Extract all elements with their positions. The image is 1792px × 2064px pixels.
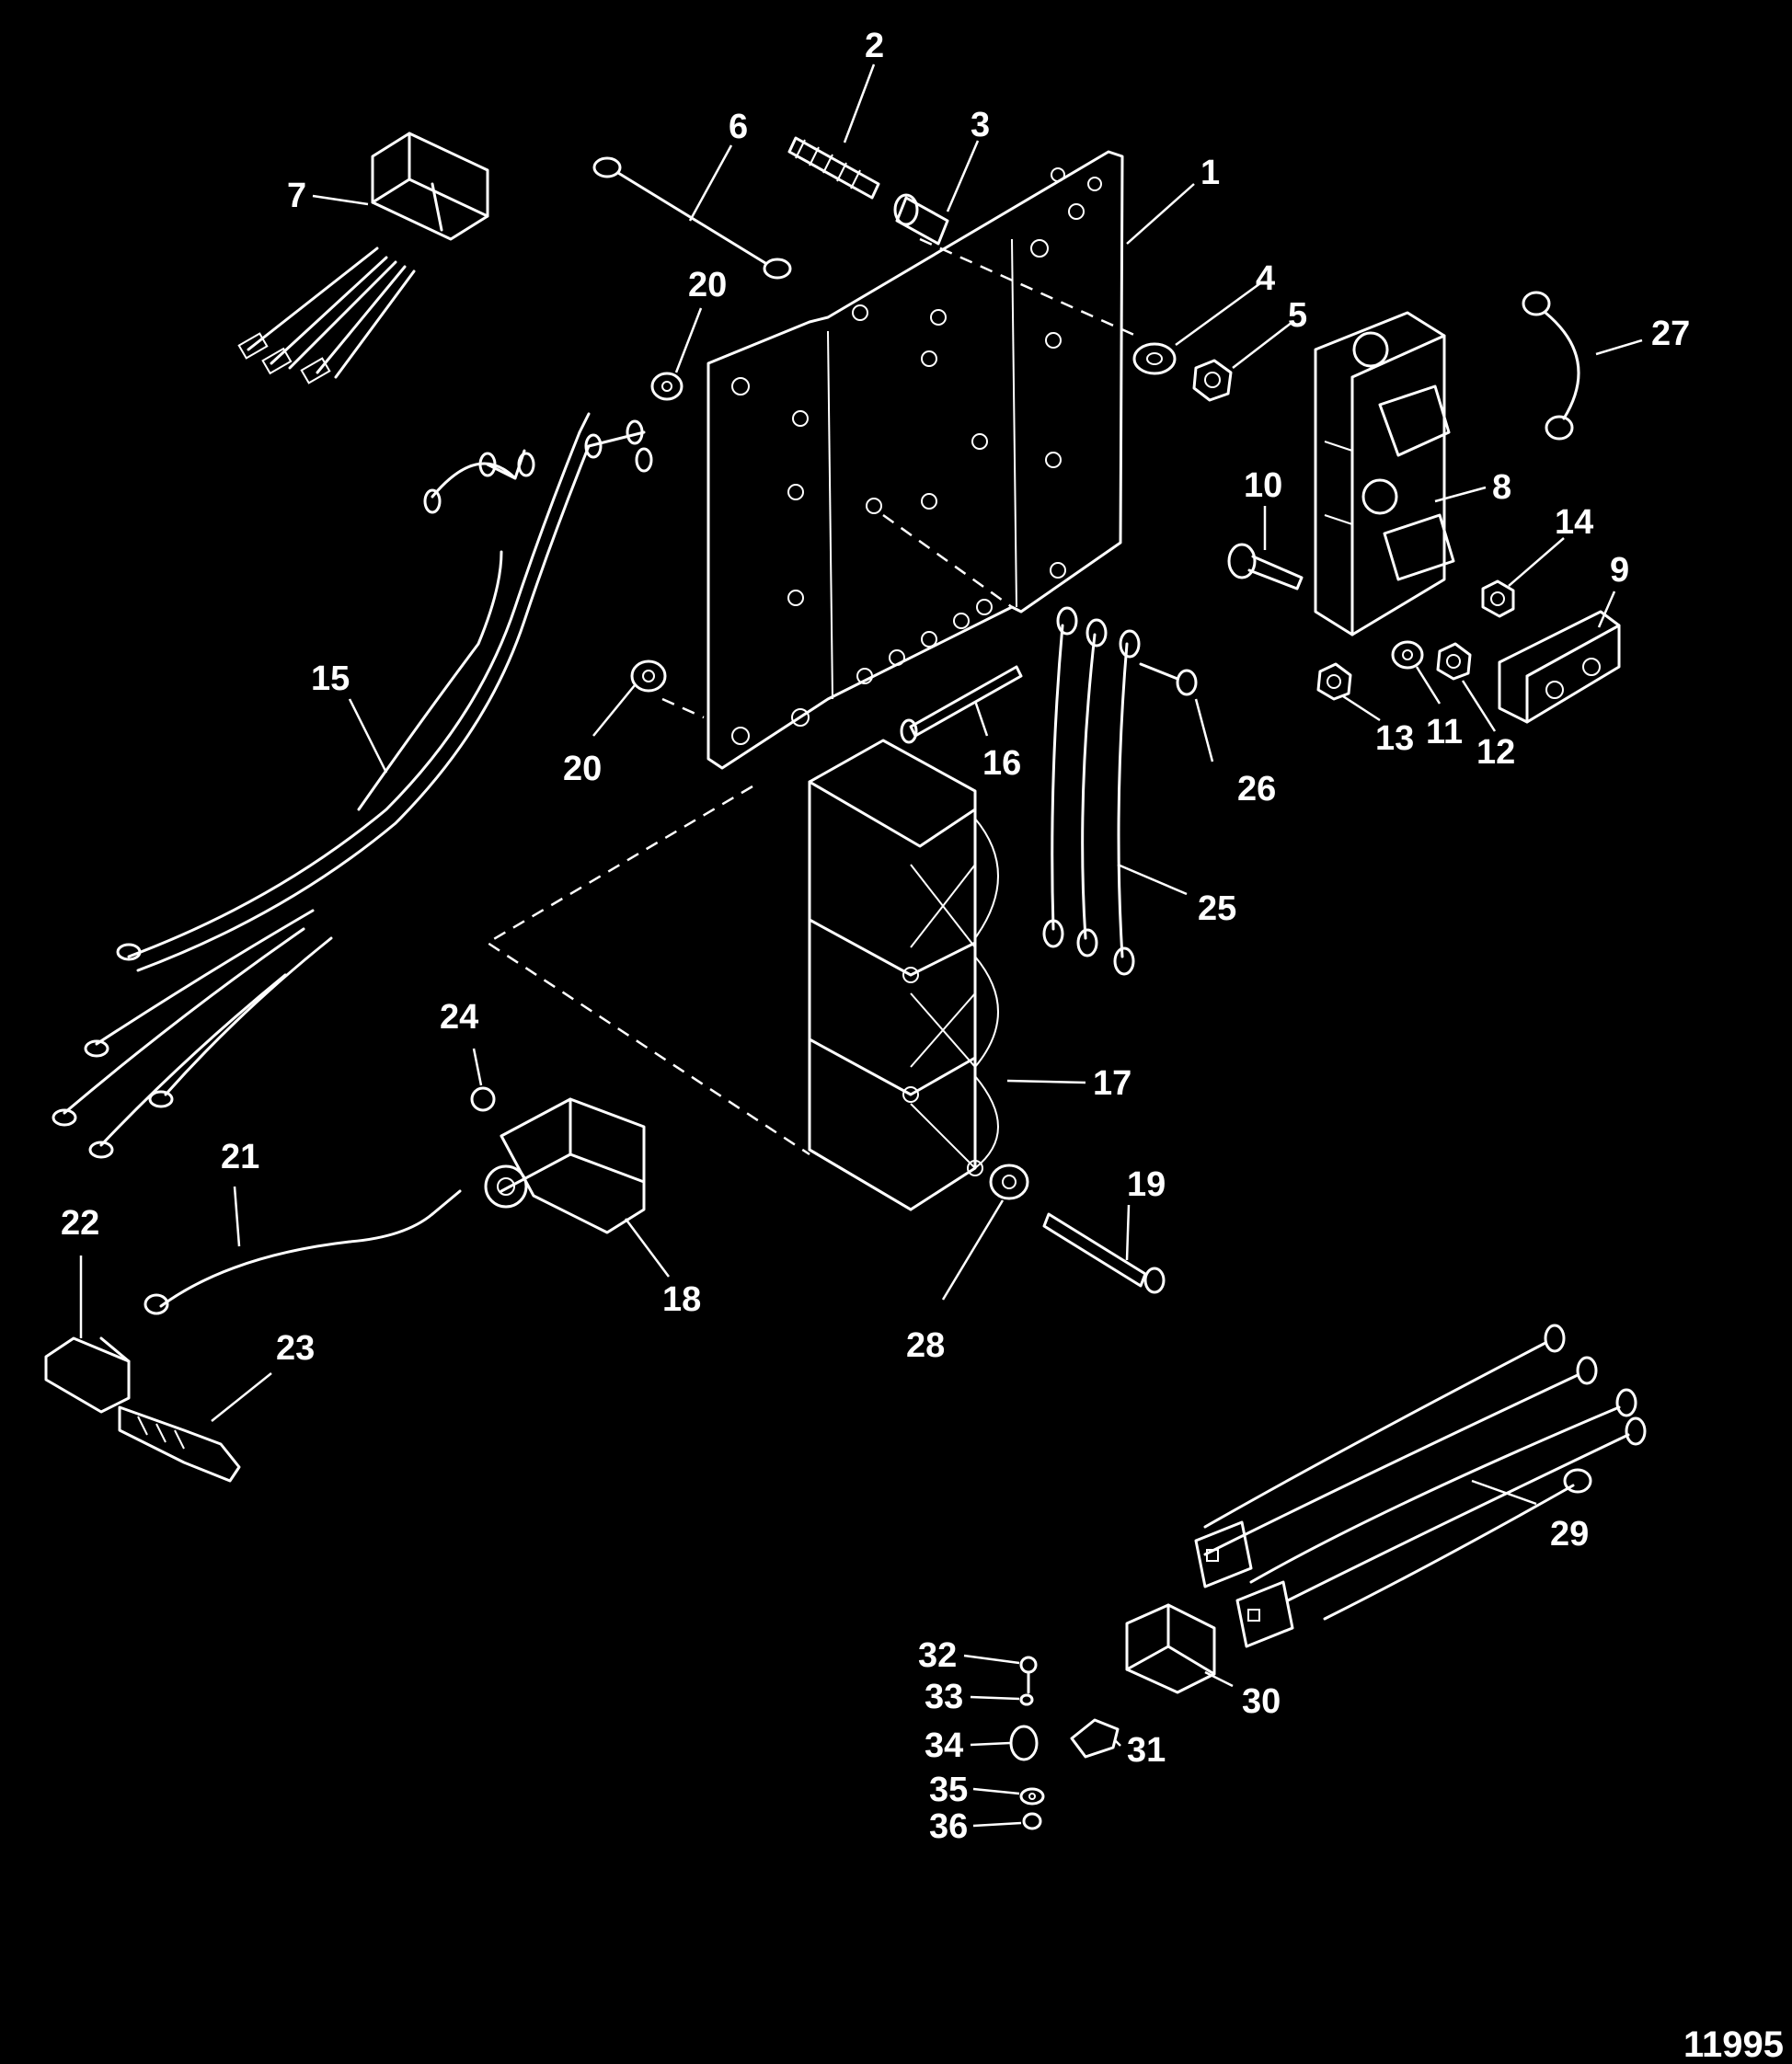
callout-26: 26 <box>1237 770 1276 808</box>
callout-32: 32 <box>918 1636 957 1675</box>
grommet-34 <box>1009 1725 1039 1761</box>
callout-9: 9 <box>1610 551 1629 590</box>
lock-nut <box>1481 579 1515 618</box>
starter-solenoid <box>1314 311 1455 636</box>
callout-19: 19 <box>1127 1165 1166 1204</box>
callout-1: 1 <box>1200 154 1220 192</box>
callout-20b: 20 <box>563 750 602 788</box>
callout-36: 36 <box>929 1807 968 1846</box>
callout-13: 13 <box>1375 719 1414 758</box>
callout-15: 15 <box>311 659 350 698</box>
relay-harness <box>1194 1324 1647 1648</box>
grommet <box>650 372 683 401</box>
callout-10: 10 <box>1244 466 1282 505</box>
callout-22: 22 <box>61 1204 99 1243</box>
assembly-line <box>661 697 705 719</box>
washer <box>1132 342 1177 375</box>
callout-25: 25 <box>1198 889 1236 928</box>
relay <box>1125 1603 1216 1694</box>
callout-16: 16 <box>982 744 1021 783</box>
callout-14: 14 <box>1555 503 1593 542</box>
spacer <box>893 193 949 246</box>
coil-bracket <box>808 739 999 1211</box>
leader-lines <box>79 63 1643 1828</box>
terminal-cover <box>1498 610 1621 724</box>
callout-30: 30 <box>1242 1682 1281 1721</box>
spark-plug-boot <box>44 1336 131 1414</box>
callout-18: 18 <box>662 1280 701 1319</box>
callout-27: 27 <box>1651 315 1690 353</box>
hex-nut <box>1436 642 1472 681</box>
callout-11: 11 <box>1426 713 1463 751</box>
callout-3: 3 <box>971 106 990 144</box>
callout-labels: 1 2 3 4 5 6 7 8 9 10 11 12 13 14 15 16 1… <box>61 27 1690 1846</box>
callout-23: 23 <box>276 1329 315 1368</box>
screw-26 <box>1139 662 1198 696</box>
relay-bracket <box>1070 1718 1120 1759</box>
callout-7: 7 <box>287 177 306 215</box>
screw <box>1227 543 1304 591</box>
callout-2: 2 <box>865 27 884 65</box>
callout-33: 33 <box>925 1678 963 1716</box>
grommet-lower <box>630 659 667 693</box>
callout-8: 8 <box>1492 468 1511 507</box>
callout-34: 34 <box>925 1726 963 1765</box>
washer-35 <box>1019 1787 1045 1806</box>
battery-cable <box>1522 291 1580 441</box>
ground-straps <box>1042 606 1141 976</box>
callout-17: 17 <box>1093 1064 1131 1103</box>
spark-plug <box>118 1405 241 1483</box>
callout-5: 5 <box>1288 296 1307 335</box>
callout-21: 21 <box>221 1138 259 1176</box>
figure-reference-number: 11995 <box>1683 2024 1784 2064</box>
callout-6: 6 <box>729 108 748 146</box>
callout-28: 28 <box>906 1326 945 1365</box>
assembly-line <box>919 237 1137 338</box>
long-screw <box>900 665 1023 744</box>
washer-33 <box>1019 1693 1034 1706</box>
callout-29: 29 <box>1550 1515 1589 1554</box>
wiring-harness <box>52 412 653 1159</box>
coil-nut <box>470 1086 496 1112</box>
washer-28 <box>989 1164 1029 1200</box>
callout-31: 31 <box>1127 1731 1166 1770</box>
callout-20a: 20 <box>688 266 727 304</box>
callout-12: 12 <box>1476 733 1515 772</box>
screw-19 <box>1042 1212 1166 1294</box>
nut-36 <box>1022 1812 1042 1830</box>
assembly-line <box>882 513 1013 609</box>
spark-plug-lead <box>144 1189 462 1315</box>
ignition-coil <box>484 1097 646 1234</box>
nut-bottom <box>1316 662 1352 701</box>
callout-35: 35 <box>929 1771 968 1809</box>
nut <box>1192 359 1233 402</box>
assembly-line <box>485 785 810 1156</box>
washer-small <box>1391 640 1424 670</box>
callout-4: 4 <box>1256 259 1275 298</box>
voltage-regulator <box>237 132 489 384</box>
callout-24: 24 <box>440 998 478 1037</box>
stud <box>787 136 880 200</box>
screw-32 <box>1019 1656 1038 1694</box>
mounting-plate <box>706 150 1124 770</box>
